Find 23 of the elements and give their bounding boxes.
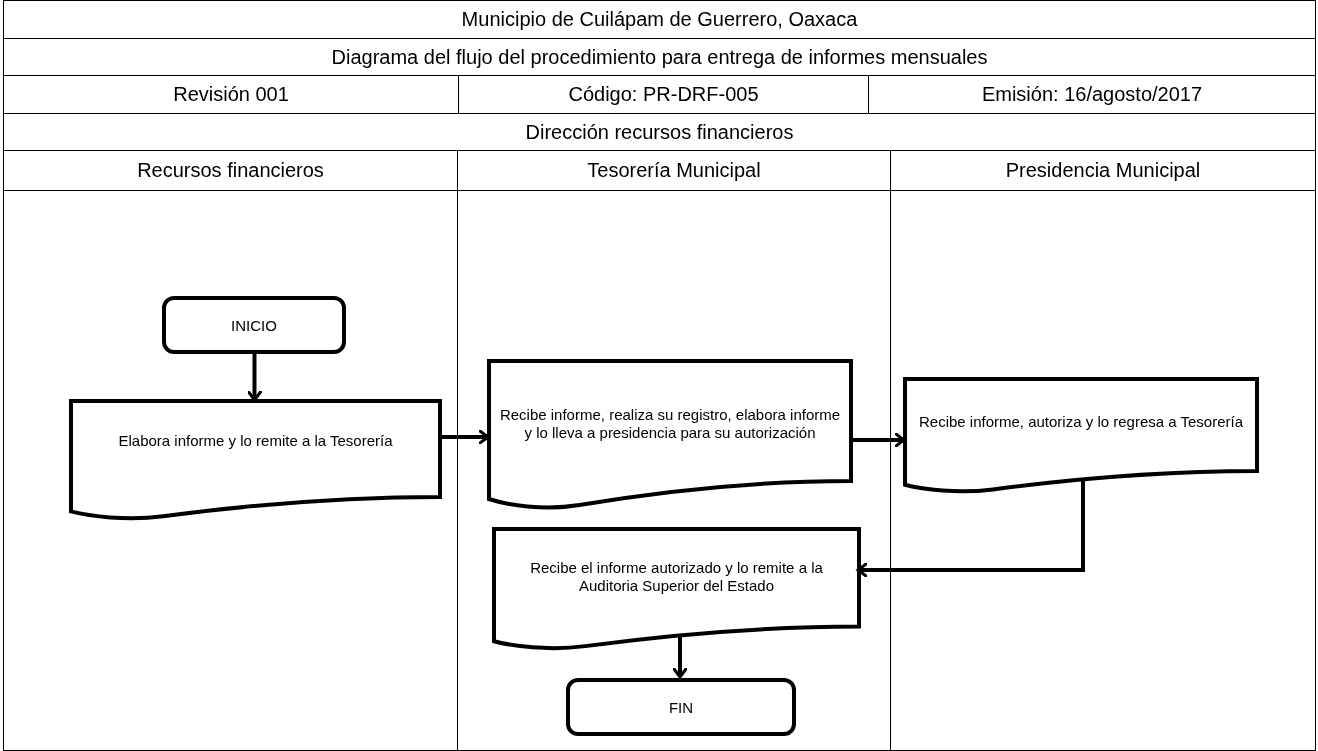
document-shape (905, 379, 1257, 494)
subtitle: Diagrama del flujo del procedimiento para entrega de informes mensuales (3, 38, 1316, 76)
swimlane (3, 150, 458, 751)
lane-header: Recursos financieros (4, 151, 457, 191)
document-shape (494, 529, 859, 651)
terminal-box: INICIO (162, 296, 346, 354)
process-text: Recibe el informe autorizado y lo remite a la Auditoria Superior del Estado (529, 558, 824, 596)
document-shape (71, 401, 440, 521)
swimlane (890, 150, 1316, 751)
document-shape (489, 361, 851, 511)
process-text: Recibe informe, realiza su registro, elabora informe y lo lleva a presidencia para su autorización (498, 404, 842, 443)
arrow (850, 432, 906, 448)
terminal-box: FIN (566, 678, 796, 736)
process-text: Recibe informe, autoriza y lo regresa a Tesorería (917, 411, 1244, 432)
lane-header: Presidencia Municipal (891, 151, 1315, 191)
lane-header: Tesorería Municipal (458, 151, 890, 191)
arrow (247, 353, 262, 402)
arrow (672, 635, 688, 679)
title: Municipio de Cuilápam de Guerrero, Oaxaca (3, 0, 1316, 39)
process-text: Elabora informe y lo remite a la Tesorería (117, 431, 394, 451)
department-heading: Dirección recursos financieros (3, 113, 1316, 151)
arrow (439, 429, 490, 445)
arrow (856, 479, 1085, 578)
